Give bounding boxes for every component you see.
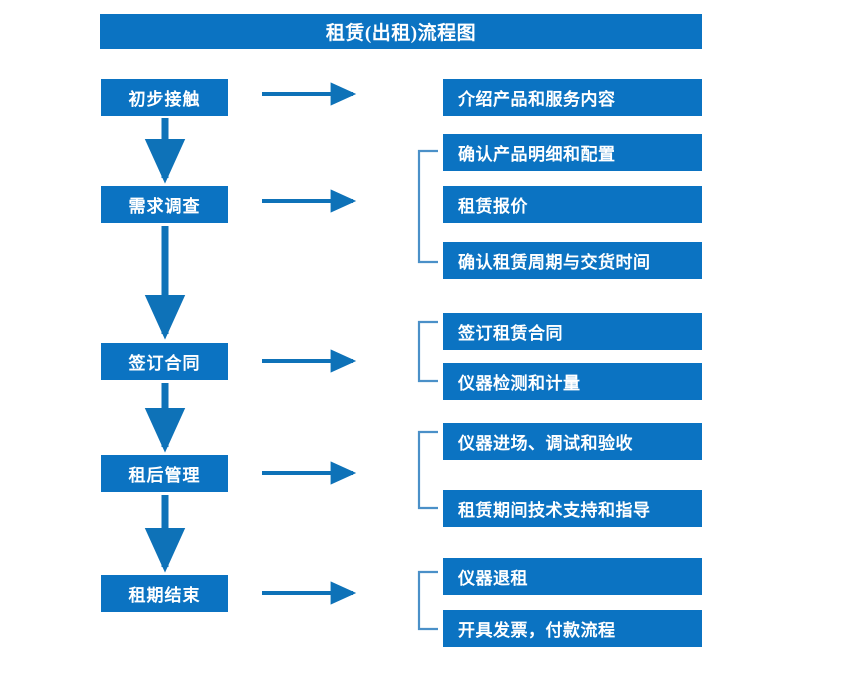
stage-box-sign-contract[interactable]: 签订合同 (101, 343, 228, 380)
detail-box-instrument-entry-commissioning[interactable]: 仪器进场、调试和验收 (443, 423, 702, 460)
bracket-group-3 (417, 320, 438, 383)
detail-box-instrument-inspection[interactable]: 仪器检测和计量 (443, 363, 702, 400)
page-title: 租赁(出租)流程图 (100, 14, 702, 49)
bracket-group-4 (417, 430, 438, 510)
stage-box-requirement-survey[interactable]: 需求调查 (101, 186, 228, 223)
detail-box-confirm-product-details[interactable]: 确认产品明细和配置 (443, 134, 702, 171)
group-brackets (417, 149, 438, 631)
detail-box-introduce-products[interactable]: 介绍产品和服务内容 (443, 79, 702, 116)
bracket-group-5 (417, 570, 438, 631)
stage-box-post-rental-management[interactable]: 租后管理 (101, 455, 228, 492)
detail-box-rental-quotation[interactable]: 租赁报价 (443, 186, 702, 223)
detail-box-instrument-return[interactable]: 仪器退租 (443, 558, 702, 595)
detail-box-sign-rental-contract[interactable]: 签订租赁合同 (443, 313, 702, 350)
stage-box-initial-contact[interactable]: 初步接触 (101, 79, 228, 116)
detail-box-invoice-payment[interactable]: 开具发票，付款流程 (443, 610, 702, 647)
detail-box-technical-support[interactable]: 租赁期间技术支持和指导 (443, 490, 702, 527)
detail-box-confirm-period-delivery[interactable]: 确认租赁周期与交货时间 (443, 242, 702, 279)
stage-box-rental-end[interactable]: 租期结束 (101, 575, 228, 612)
horizontal-arrows (262, 82, 357, 605)
bracket-group-2 (417, 149, 438, 264)
